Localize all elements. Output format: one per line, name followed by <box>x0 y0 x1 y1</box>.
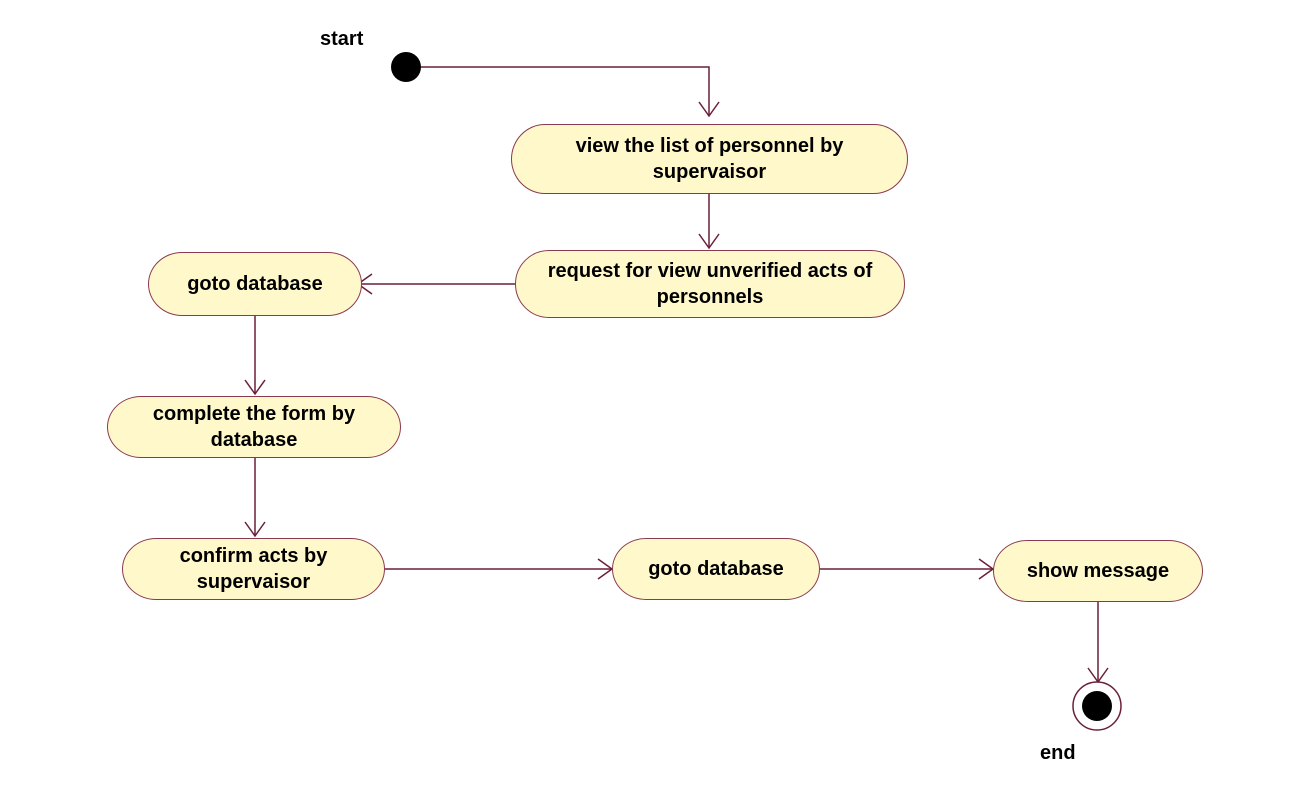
activity-show-message[interactable]: show message <box>993 540 1203 602</box>
arrowhead <box>244 379 266 396</box>
arrowhead <box>244 521 266 538</box>
activity-view-list[interactable]: view the list of personnel by supervaiso… <box>511 124 908 194</box>
edge-start-to-view-list <box>420 66 710 116</box>
start-node <box>391 52 421 82</box>
start-label: start <box>320 28 364 50</box>
activity-confirm-acts[interactable]: confirm acts by supervaisor <box>122 538 385 600</box>
activity-goto-database-2[interactable]: goto database <box>612 538 820 600</box>
end-node-inner <box>1082 691 1112 721</box>
activity-complete-form[interactable]: complete the form by database <box>107 396 401 458</box>
activity-goto-database-1[interactable]: goto database <box>148 252 362 316</box>
arrowhead <box>698 233 720 250</box>
activity-request-view[interactable]: request for view unverified acts of pers… <box>515 250 905 318</box>
arrowhead <box>698 101 720 118</box>
end-label: end <box>1040 742 1076 764</box>
